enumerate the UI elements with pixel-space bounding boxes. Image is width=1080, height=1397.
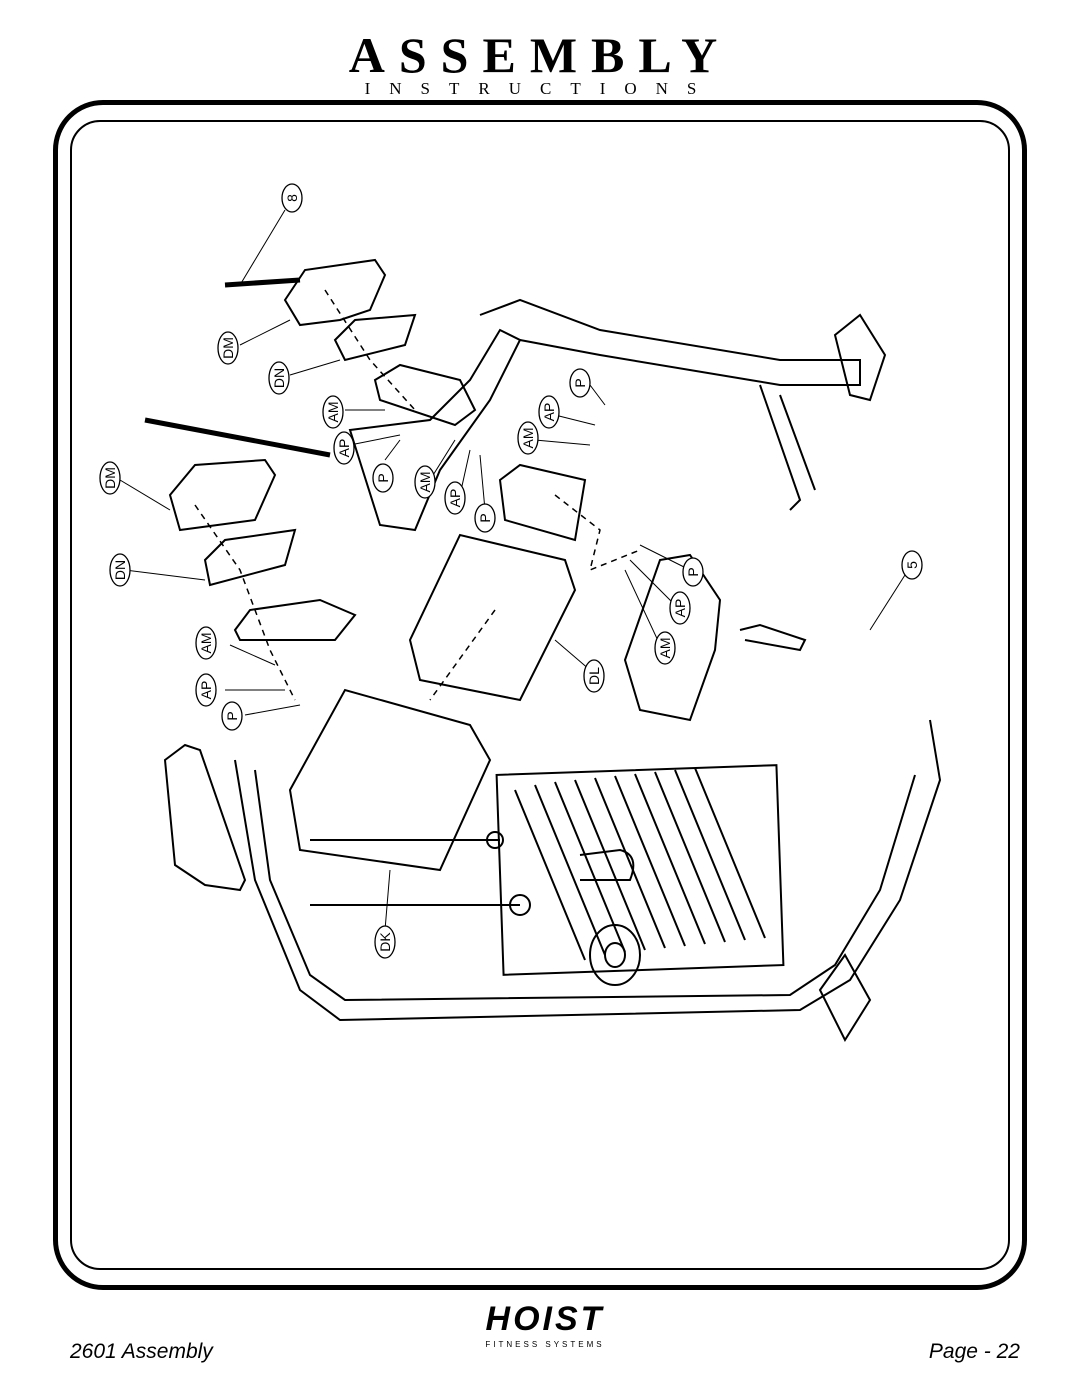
base-frame xyxy=(234,719,942,1022)
callout-am-2: AM xyxy=(417,472,433,493)
callout-dn-left: DN xyxy=(112,560,128,580)
callout-dm-left: DM xyxy=(102,467,118,489)
vertical-frame xyxy=(759,384,816,511)
callout-ap-4: AP xyxy=(198,681,214,700)
callout-p-3: P xyxy=(572,378,588,387)
callout-p-1: P xyxy=(375,473,391,482)
pad-bracket-top xyxy=(373,363,477,427)
selector-pin xyxy=(579,848,635,881)
callout-dl: DL xyxy=(586,667,602,685)
inner-frame xyxy=(70,120,1010,1270)
weight-stack-outline xyxy=(495,764,785,976)
upper-frame xyxy=(479,298,861,386)
upper-right-pad xyxy=(498,463,587,542)
handle-bar-top xyxy=(224,277,301,288)
leader-lines xyxy=(119,209,906,931)
callout-dm-top: DM xyxy=(220,337,236,359)
rod-end-bottom xyxy=(509,894,531,916)
seat-pad-dk xyxy=(288,688,492,872)
callout-p-2: P xyxy=(477,513,493,522)
pad-dm-left xyxy=(168,458,277,532)
page-number: Page - 22 xyxy=(928,1340,1020,1363)
callout-5: 5 xyxy=(904,561,920,569)
callout-8: 8 xyxy=(284,194,300,202)
callout-ap-5: AP xyxy=(672,599,688,618)
left-foot xyxy=(163,743,247,892)
footer-model: 2601 Assembly xyxy=(70,1340,213,1363)
callout-p-5: P xyxy=(685,567,701,576)
weight-plates xyxy=(514,767,766,961)
logo-wordmark: HOIST xyxy=(485,1300,605,1338)
back-pad-dl xyxy=(408,533,577,702)
alignment-lines xyxy=(194,289,641,701)
pad-dm-top xyxy=(283,258,387,327)
hoist-logo: HOIST FITNESS SYSTEMS xyxy=(420,1300,670,1360)
callout-ap-1: AP xyxy=(336,439,352,458)
outer-frame xyxy=(53,100,1027,1290)
callout-am-3: AM xyxy=(520,428,536,449)
right-bottom-foot xyxy=(818,953,872,1043)
right-pad xyxy=(623,553,722,722)
page-subtitle: INSTRUCTIONS xyxy=(364,79,716,98)
lever xyxy=(739,623,807,652)
callout-am-5: AM xyxy=(657,638,673,659)
callout-ap-2: AP xyxy=(447,489,463,508)
logo-tagline: FITNESS SYSTEMS xyxy=(485,1340,605,1349)
callout-am-4: AM xyxy=(198,633,214,654)
callout-p-4: P xyxy=(224,711,240,720)
handle-bar-left xyxy=(144,417,331,458)
pad-dn-top xyxy=(333,313,417,362)
page-title: ASSEMBLY xyxy=(348,27,732,83)
pulley xyxy=(589,924,641,986)
pad-bracket-left xyxy=(233,598,357,641)
pulley-hub xyxy=(604,942,626,968)
left-arm xyxy=(348,328,522,532)
callout-dk: DK xyxy=(377,932,393,952)
callout-dn-top: DN xyxy=(271,368,287,388)
callout-ap-3: AP xyxy=(541,403,557,422)
base-frame-inner xyxy=(254,769,916,1002)
callout-am-1: AM xyxy=(325,402,341,423)
rod-end-top xyxy=(486,831,504,849)
